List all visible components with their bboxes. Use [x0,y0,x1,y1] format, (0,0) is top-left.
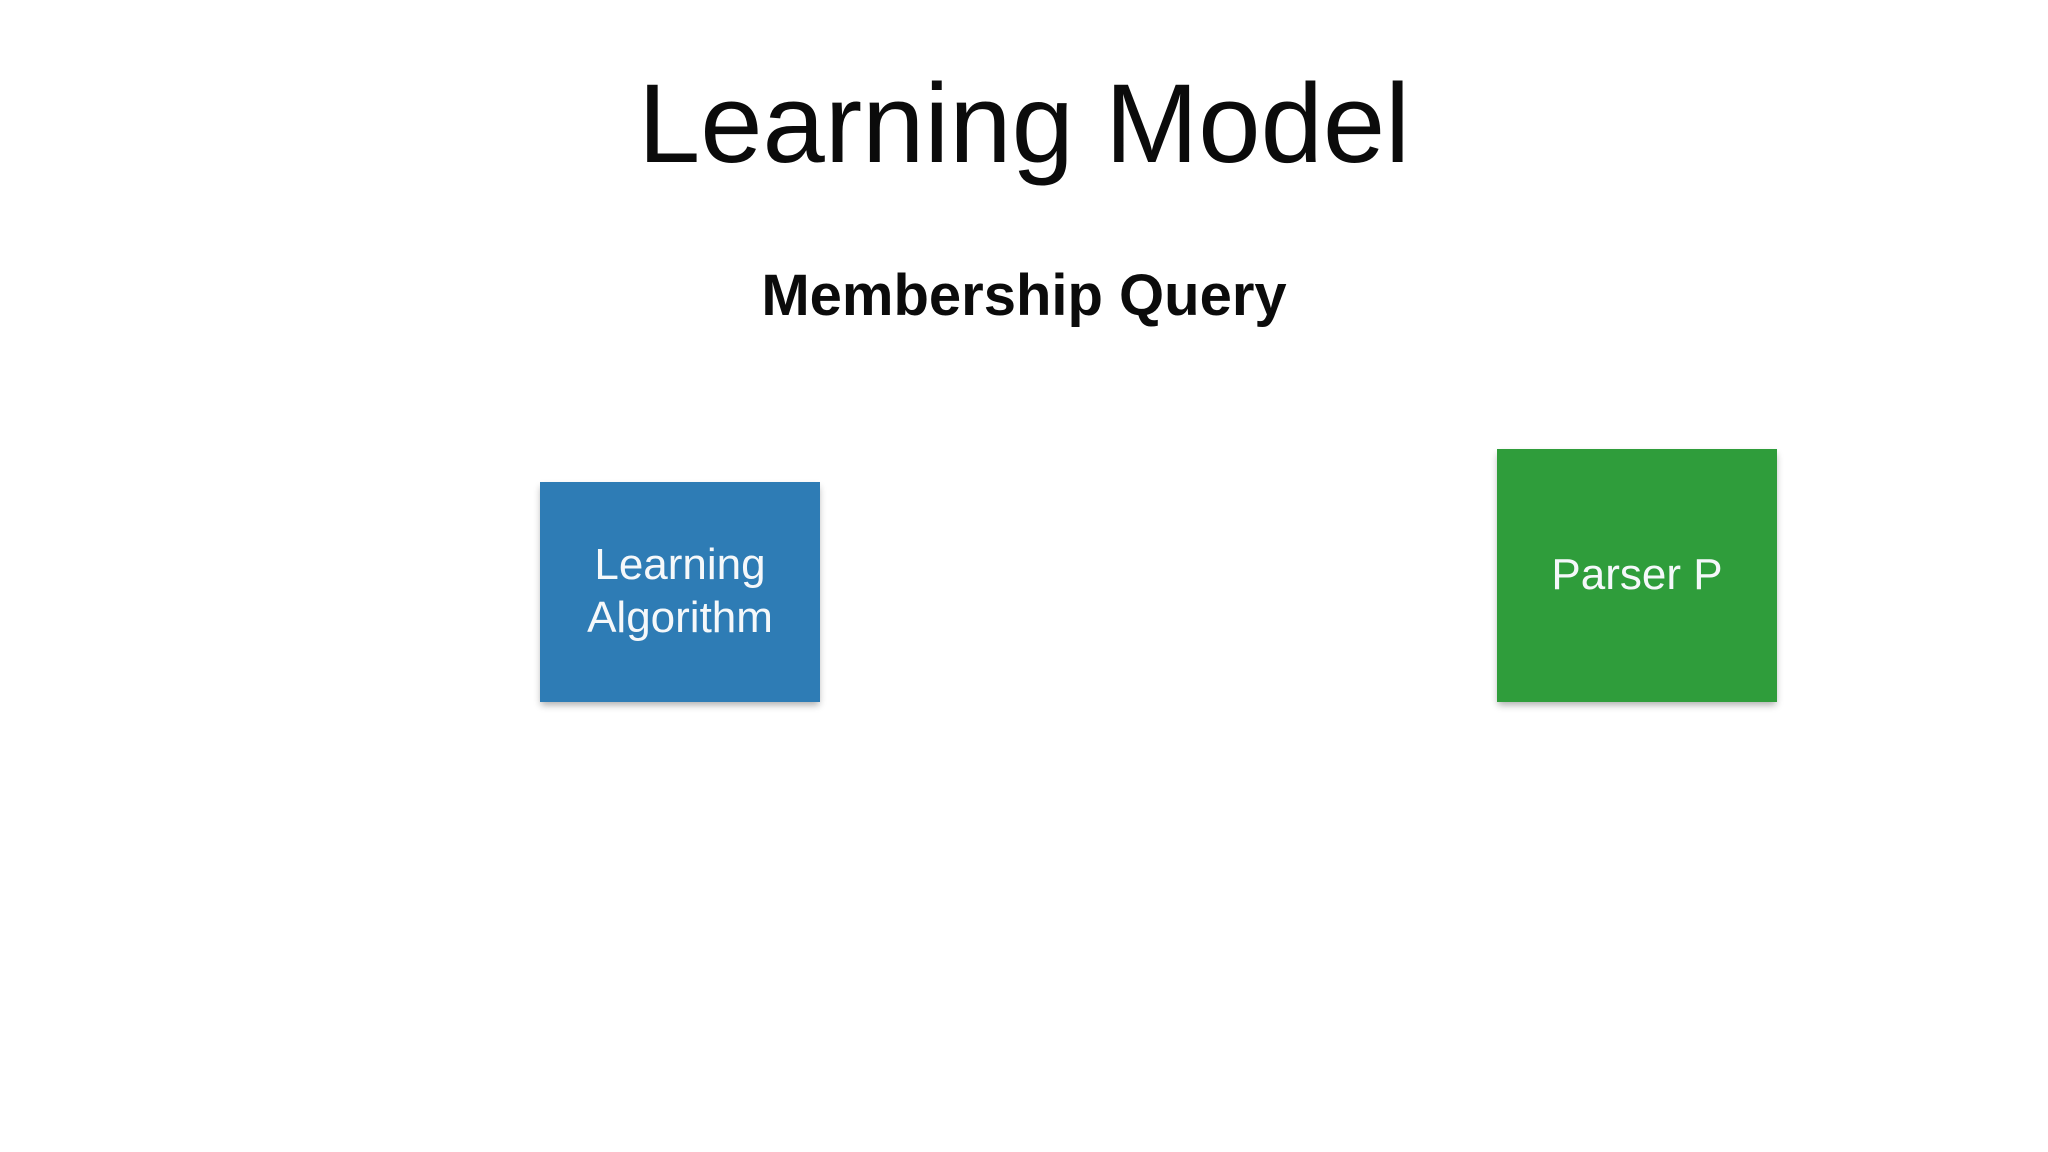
learning-algorithm-box: Learning Algorithm [540,482,820,702]
parser-box: Parser P [1497,449,1777,702]
parser-label: Parser P [1551,550,1723,600]
membership-query-label: Membership Query [761,263,1287,328]
learning-algorithm-label-line1: Learning [594,540,766,590]
slide-title: Learning Model [637,61,1411,186]
learning-algorithm-label-line2: Algorithm [587,593,773,642]
